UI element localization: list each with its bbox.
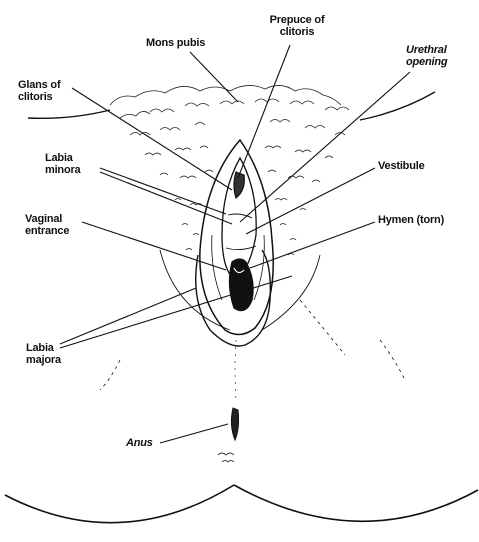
label-mons-pubis: Mons pubis: [146, 37, 205, 49]
label-hymen-torn: Hymen (torn): [378, 214, 444, 226]
leader-prepuce: [238, 45, 290, 178]
label-vestibule: Vestibule: [378, 160, 425, 172]
label-vaginal-entrance: Vaginal entrance: [25, 213, 69, 237]
label-labia-majora: Labia majora: [26, 342, 61, 366]
leader-labia-majora-1: [60, 288, 196, 344]
label-urethral-opening: Urethral opening: [406, 44, 447, 68]
label-labia-minora: Labia minora: [45, 152, 80, 176]
leader-glans: [72, 88, 232, 190]
leader-urethral-opening: [240, 72, 410, 222]
leader-vaginal-entrance: [82, 222, 226, 270]
leader-anus: [160, 424, 228, 443]
label-glans-of-clitoris: Glans of clitoris: [18, 79, 60, 103]
leader-labia-minora-2: [100, 172, 232, 224]
pubic-hair-texture: [110, 85, 349, 255]
label-prepuce-of-clitoris: Prepuce of clitoris: [262, 14, 332, 38]
leader-labia-minora-1: [100, 168, 226, 214]
leader-mons-pubis: [190, 52, 238, 102]
leader-vestibule: [246, 168, 375, 234]
leader-hymen: [250, 222, 375, 268]
label-anus: Anus: [126, 437, 153, 449]
